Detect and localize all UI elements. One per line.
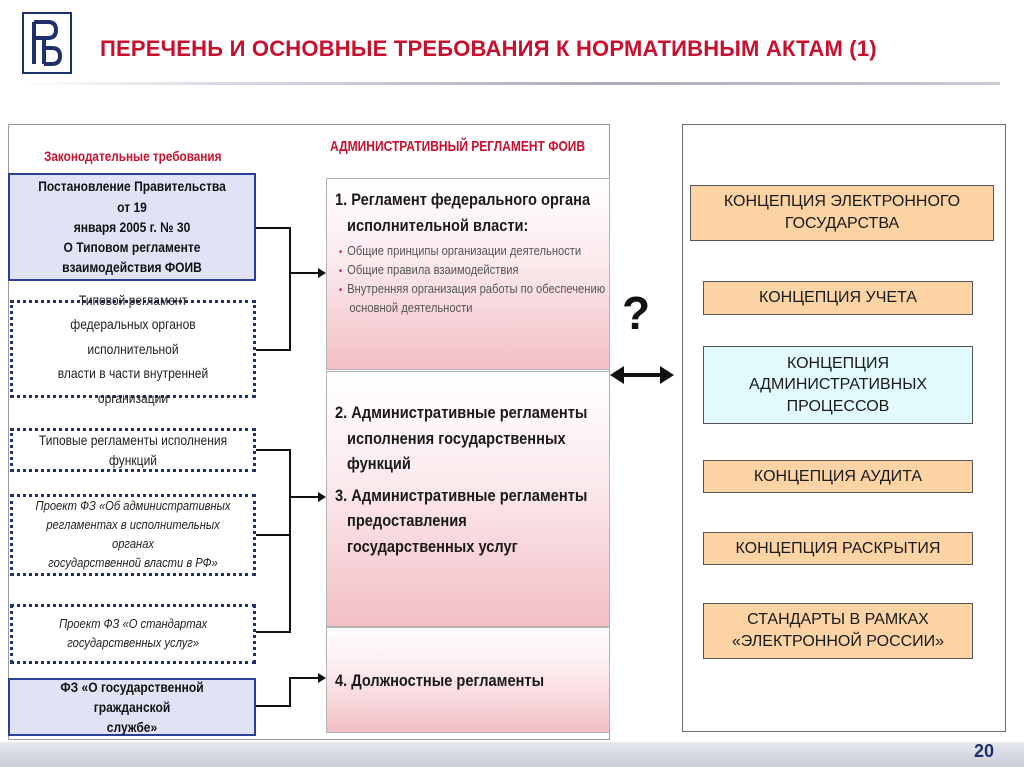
source-line: О Типовом регламенте (63, 239, 201, 256)
concept-e-russia-standards: СТАНДАРТЫ В РАМКАХ«ЭЛЕКТРОННОЙ РОССИИ» (703, 603, 973, 659)
bracket-connector-top (256, 227, 320, 351)
bracket-connector-middle (256, 449, 320, 633)
concept-audit: КОНЦЕПЦИЯ АУДИТА (703, 460, 973, 493)
concept-accounting: КОНЦЕПЦИЯ УЧЕТА (703, 281, 973, 315)
source-line: взаимодействия ФОИВ (62, 259, 202, 276)
regulation-box-admin-regulations: 2. Административные регламенты исполнени… (326, 371, 610, 627)
regulation-title: 4. Должностные регламенты (335, 671, 545, 690)
source-line: Проект ФЗ «О стандартах (58, 616, 208, 632)
source-line: января 2005 г. № 30 (73, 218, 191, 235)
admin-regulation-heading: АДМИНИСТРАТИВНЫЙ РЕГЛАМЕНТ ФОИВ (330, 138, 586, 155)
regulation-bullet: •Общие правила взаимодействия (339, 261, 519, 277)
regulation-box-federal-body: 1. Регламент федерального органа исполни… (326, 178, 610, 370)
regulation-bullet: основной деятельности (349, 299, 473, 315)
source-line: службе» (106, 719, 158, 736)
source-draft-law-service-standards: Проект ФЗ «О стандартах государственных … (10, 604, 256, 664)
regulation-title: 1. Регламент федерального органа исполни… (335, 190, 591, 235)
footer-band (0, 742, 1024, 767)
source-line: государственных услуг» (67, 635, 199, 650)
source-typical-function-regulations: Типовые регламенты исполнения функций (10, 428, 256, 472)
source-line: федеральных органов исполнительной (70, 316, 196, 357)
source-civil-service-law: ФЗ «О государственной гражданской службе… (8, 678, 256, 736)
bracket-connector-bottom (256, 677, 320, 707)
arrowhead-icon (318, 673, 326, 683)
concept-disclosure: КОНЦЕПЦИЯ РАСКРЫТИЯ (703, 532, 973, 565)
title-divider (20, 82, 1000, 85)
slide-title: ПЕРЕЧЕНЬ И ОСНОВНЫЕ ТРЕБОВАНИЯ К НОРМАТИ… (100, 36, 877, 61)
university-logo-icon (22, 12, 72, 74)
source-line: государственной власти в РФ» (48, 554, 218, 570)
source-line: ФЗ «О государственной гражданской (60, 678, 204, 715)
regulation-bullet: •Внутренняя организация работы по обеспе… (339, 280, 606, 296)
double-arrow-icon (610, 366, 674, 384)
arrowhead-icon (318, 268, 326, 278)
regulation-title: 3. Административные регламенты предостав… (335, 485, 588, 556)
regulation-box-job-regulations: 4. Должностные регламенты (326, 627, 610, 733)
question-mark: ? (622, 287, 651, 339)
regulation-title: 2. Административные регламенты исполнени… (335, 403, 588, 473)
source-line: Постановление Правительства от 19 (38, 178, 226, 215)
arrowhead-icon (318, 492, 326, 502)
source-line: регламентах в исполнительных органах (46, 517, 220, 551)
source-line: власти в части внутренней организации (57, 365, 209, 406)
source-typical-regulation: Типовой регламент федеральных органов ис… (10, 292, 256, 406)
legislative-heading: Законодательные требования (44, 148, 222, 164)
source-line: Типовые регламенты исполнения функций (38, 431, 228, 468)
university-logo (22, 12, 72, 74)
source-draft-law-admin-regulations: Проект ФЗ «Об административных регламент… (10, 494, 256, 576)
source-government-decree: Постановление Правительства от 19 января… (8, 173, 256, 281)
regulation-bullet: •Общие принципы организации деятельности (339, 243, 582, 258)
source-line: Типовой регламент (78, 291, 188, 308)
source-line: Проект ФЗ «Об административных (35, 498, 231, 514)
page-number: 20 (974, 741, 995, 761)
